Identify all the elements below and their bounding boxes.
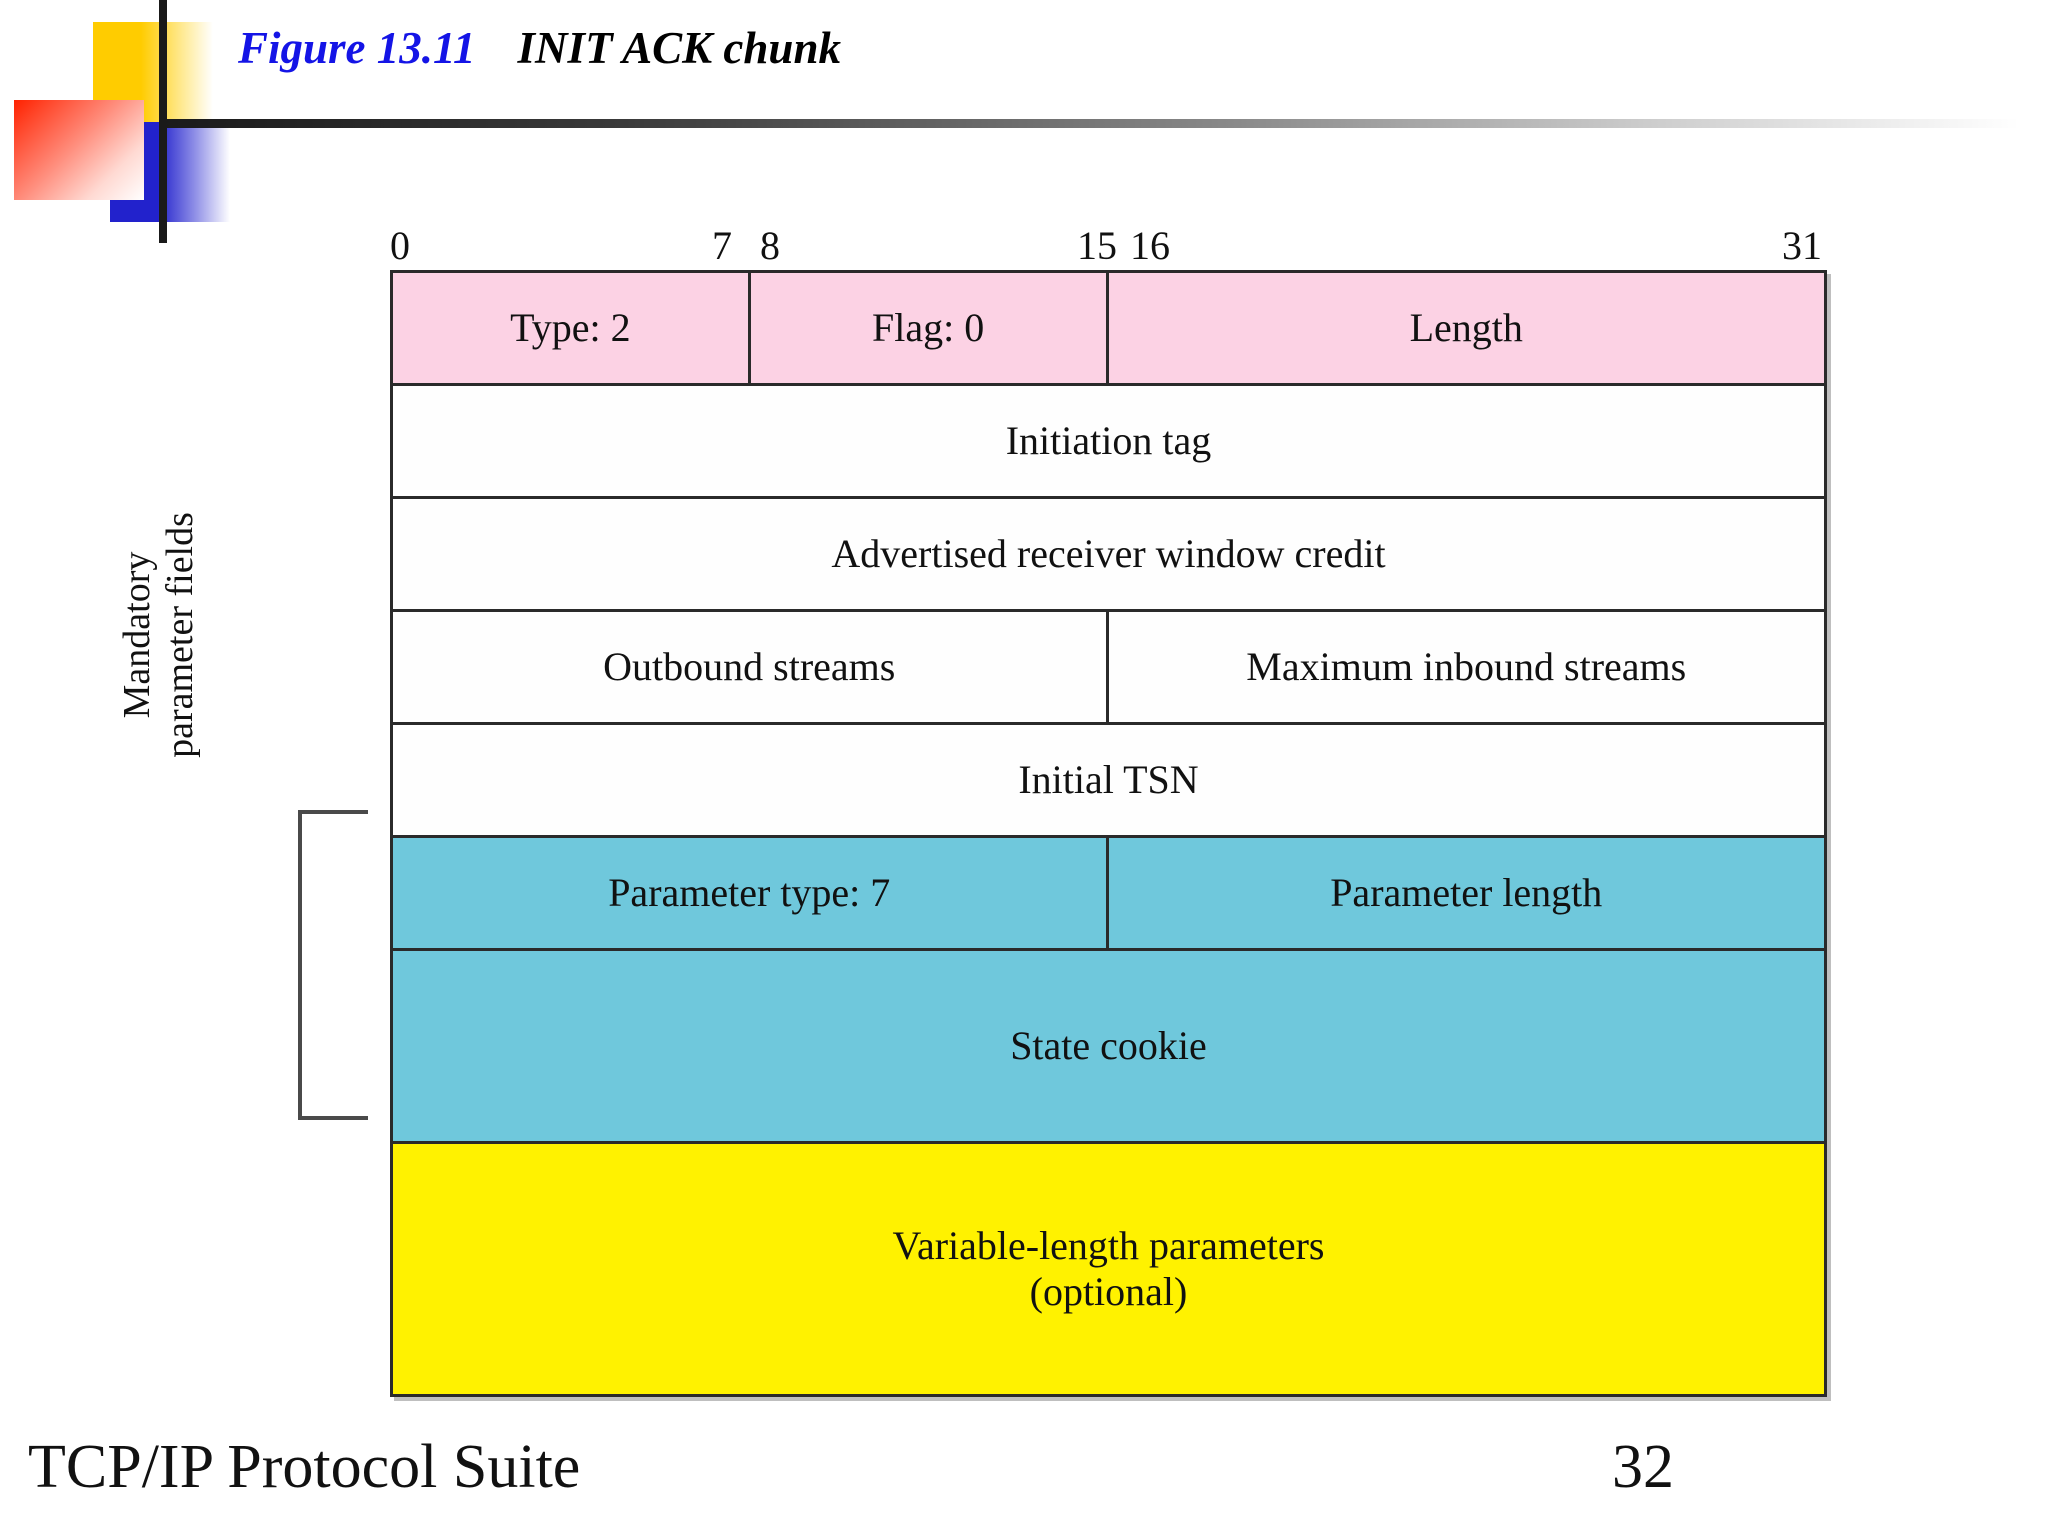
bit-position-ruler: 0 7 8 15 16 31 [390, 222, 1827, 270]
footer-book-title: TCP/IP Protocol Suite [28, 1433, 581, 1501]
field-parameter-type: Parameter type: 7 [393, 838, 1109, 948]
bit-tick-0: 0 [390, 223, 410, 268]
footer-page-number: 32 [1612, 1433, 1674, 1501]
field-initial-tsn: Initial TSN [393, 725, 1824, 835]
figure-number: Figure 13.11 [238, 23, 476, 73]
packet-format-table: Type: 2 Flag: 0 Length Initiation tag Ad… [390, 270, 1827, 1397]
bit-tick-7: 7 [712, 223, 732, 268]
field-length: Length [1108, 273, 1824, 383]
mandatory-fields-bracket [298, 810, 368, 1120]
field-state-cookie: State cookie [393, 951, 1824, 1141]
mandatory-fields-label-line2: parameter fields [158, 512, 201, 758]
variable-parameters-line1: Variable-length parameters [892, 1223, 1325, 1268]
bit-tick-8: 8 [760, 223, 780, 268]
field-initiation-tag: Initiation tag [393, 386, 1824, 496]
table-row: Outbound streams Maximum inbound streams [393, 612, 1824, 725]
field-type: Type: 2 [393, 273, 751, 383]
header-divider-rule [159, 119, 2019, 128]
field-outbound-streams: Outbound streams [393, 612, 1109, 722]
mandatory-fields-label: Mandatory parameter fields [116, 470, 216, 800]
page-title: Figure 13.11 INIT ACK chunk [238, 22, 841, 74]
bit-tick-31: 31 [1782, 223, 1822, 268]
field-maximum-inbound-streams: Maximum inbound streams [1108, 612, 1824, 722]
field-advertised-receiver-window-credit: Advertised receiver window credit [393, 499, 1824, 609]
variable-parameters-line2: (optional) [1029, 1269, 1188, 1314]
figure-name: INIT ACK chunk [517, 23, 841, 73]
table-row: Initial TSN [393, 725, 1824, 838]
bit-tick-15: 15 [1077, 223, 1117, 268]
table-row: Parameter type: 7 Parameter length [393, 838, 1824, 951]
field-parameter-length: Parameter length [1108, 838, 1824, 948]
logo-red-square [14, 100, 144, 200]
decorative-logo [0, 0, 300, 250]
table-row: Initiation tag [393, 386, 1824, 499]
bit-tick-16: 16 [1130, 223, 1170, 268]
field-flag: Flag: 0 [750, 273, 1109, 383]
table-row: State cookie [393, 951, 1824, 1144]
table-row: Variable-length parameters (optional) [393, 1144, 1824, 1394]
table-row: Advertised receiver window credit [393, 499, 1824, 612]
mandatory-fields-label-line1: Mandatory [116, 551, 158, 719]
table-row: Type: 2 Flag: 0 Length [393, 273, 1824, 386]
field-variable-length-parameters: Variable-length parameters (optional) [393, 1144, 1824, 1394]
